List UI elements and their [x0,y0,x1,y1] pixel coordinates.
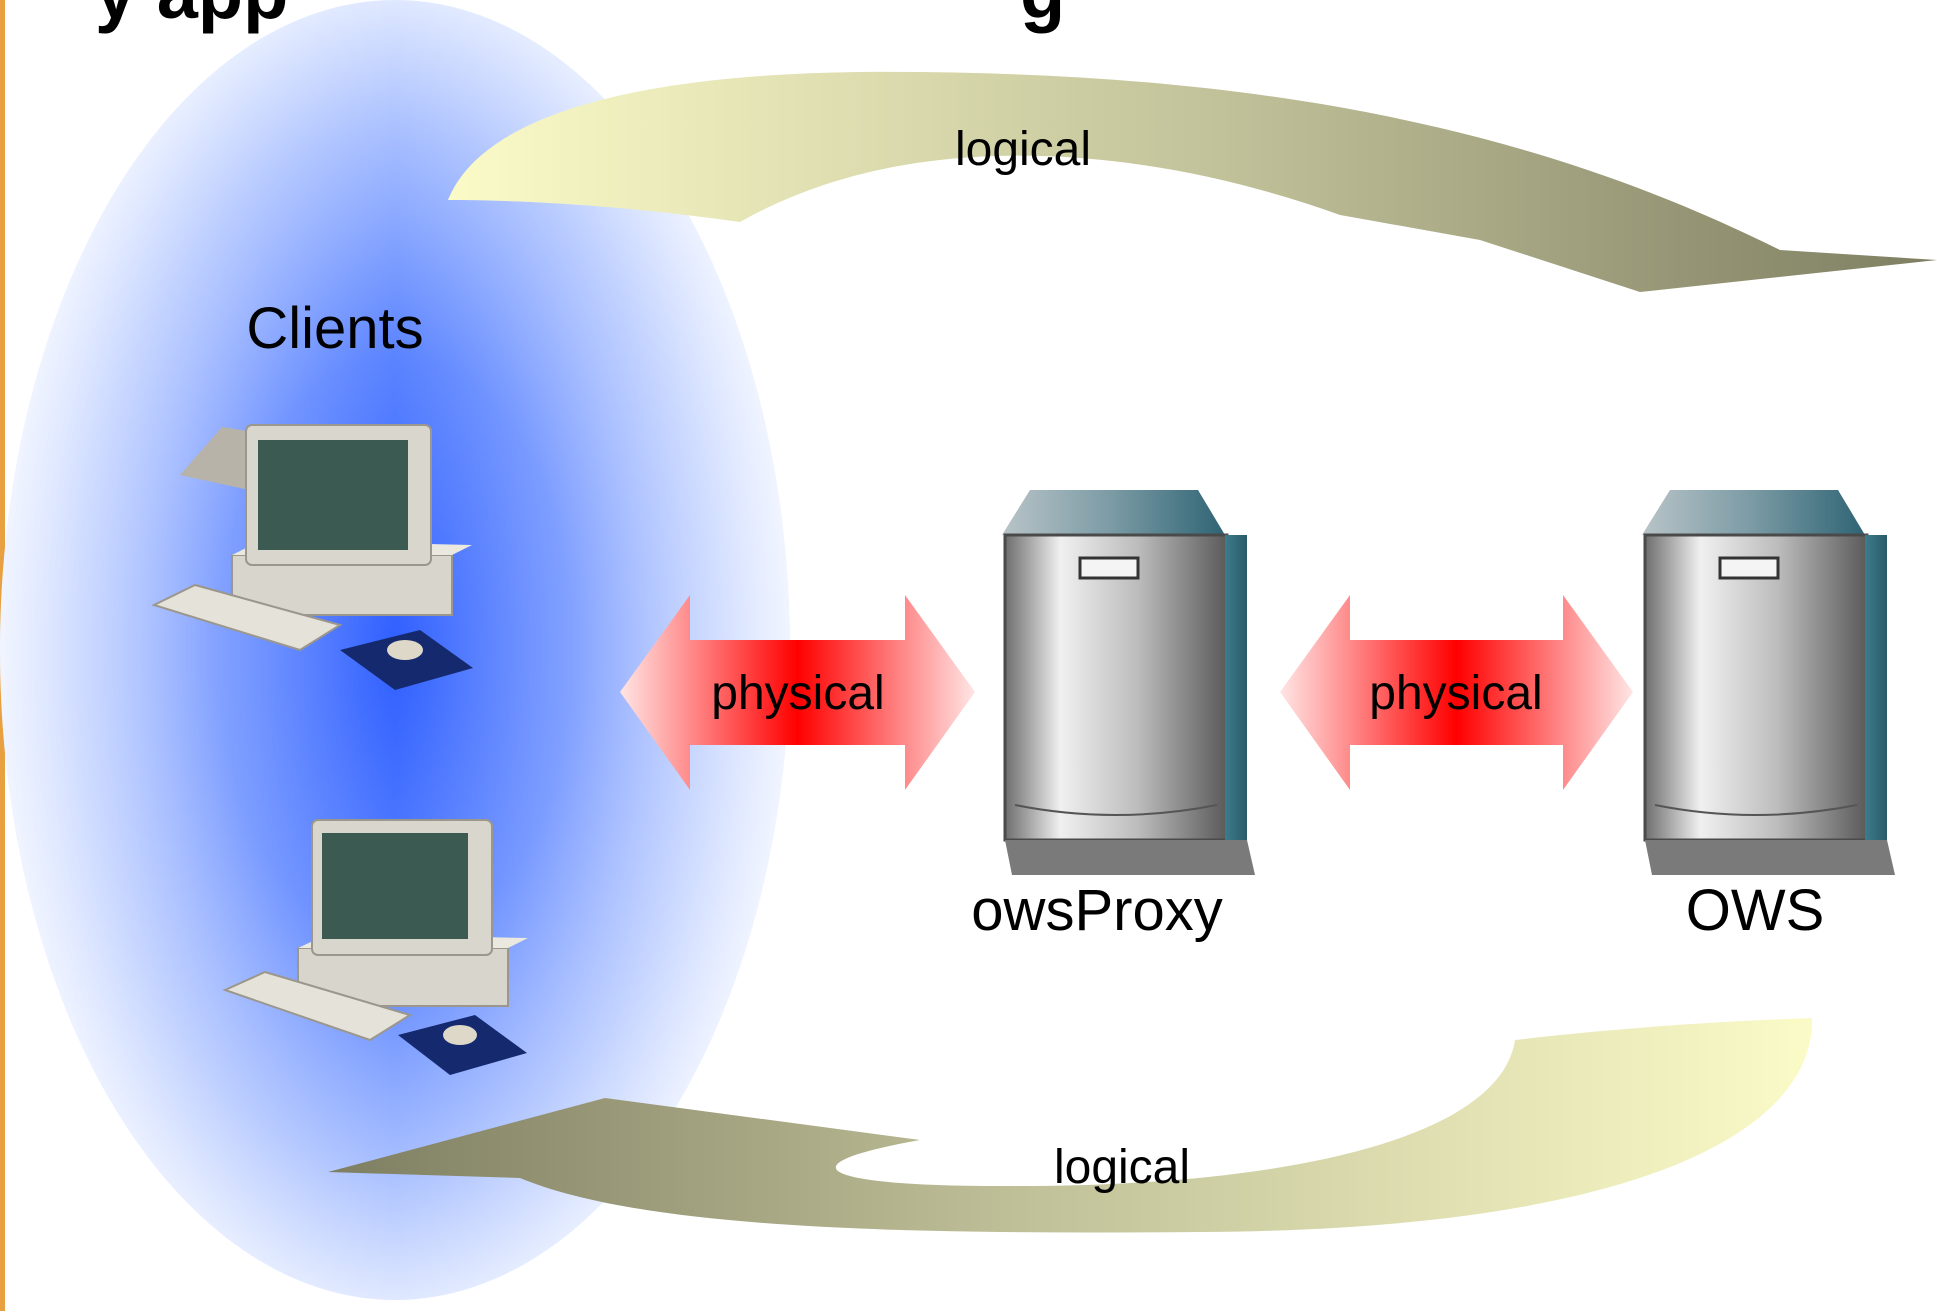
proxy-server-icon [1002,490,1255,875]
logical-label-bottom: logical [1054,1141,1190,1194]
physical-arrow-proxy-ows [1280,595,1633,790]
logical-label-top: logical [955,123,1091,176]
physical-label-left: physical [711,667,884,720]
clients-label: Clients [246,296,423,361]
logical-arrow-bottom [328,1018,1813,1233]
title-fragment-right: g [1020,0,1065,34]
logical-arrow-top [448,71,1937,292]
client-computer-icon [151,424,473,690]
ows-label: OWS [1686,878,1825,943]
physical-label-right: physical [1369,667,1542,720]
proxy-label: owsProxy [971,878,1222,943]
client-computer-icon [222,819,528,1075]
title-fragment-left: y app [95,0,288,34]
ows-server-icon [1642,490,1895,875]
physical-arrow-clients-proxy [620,595,975,790]
